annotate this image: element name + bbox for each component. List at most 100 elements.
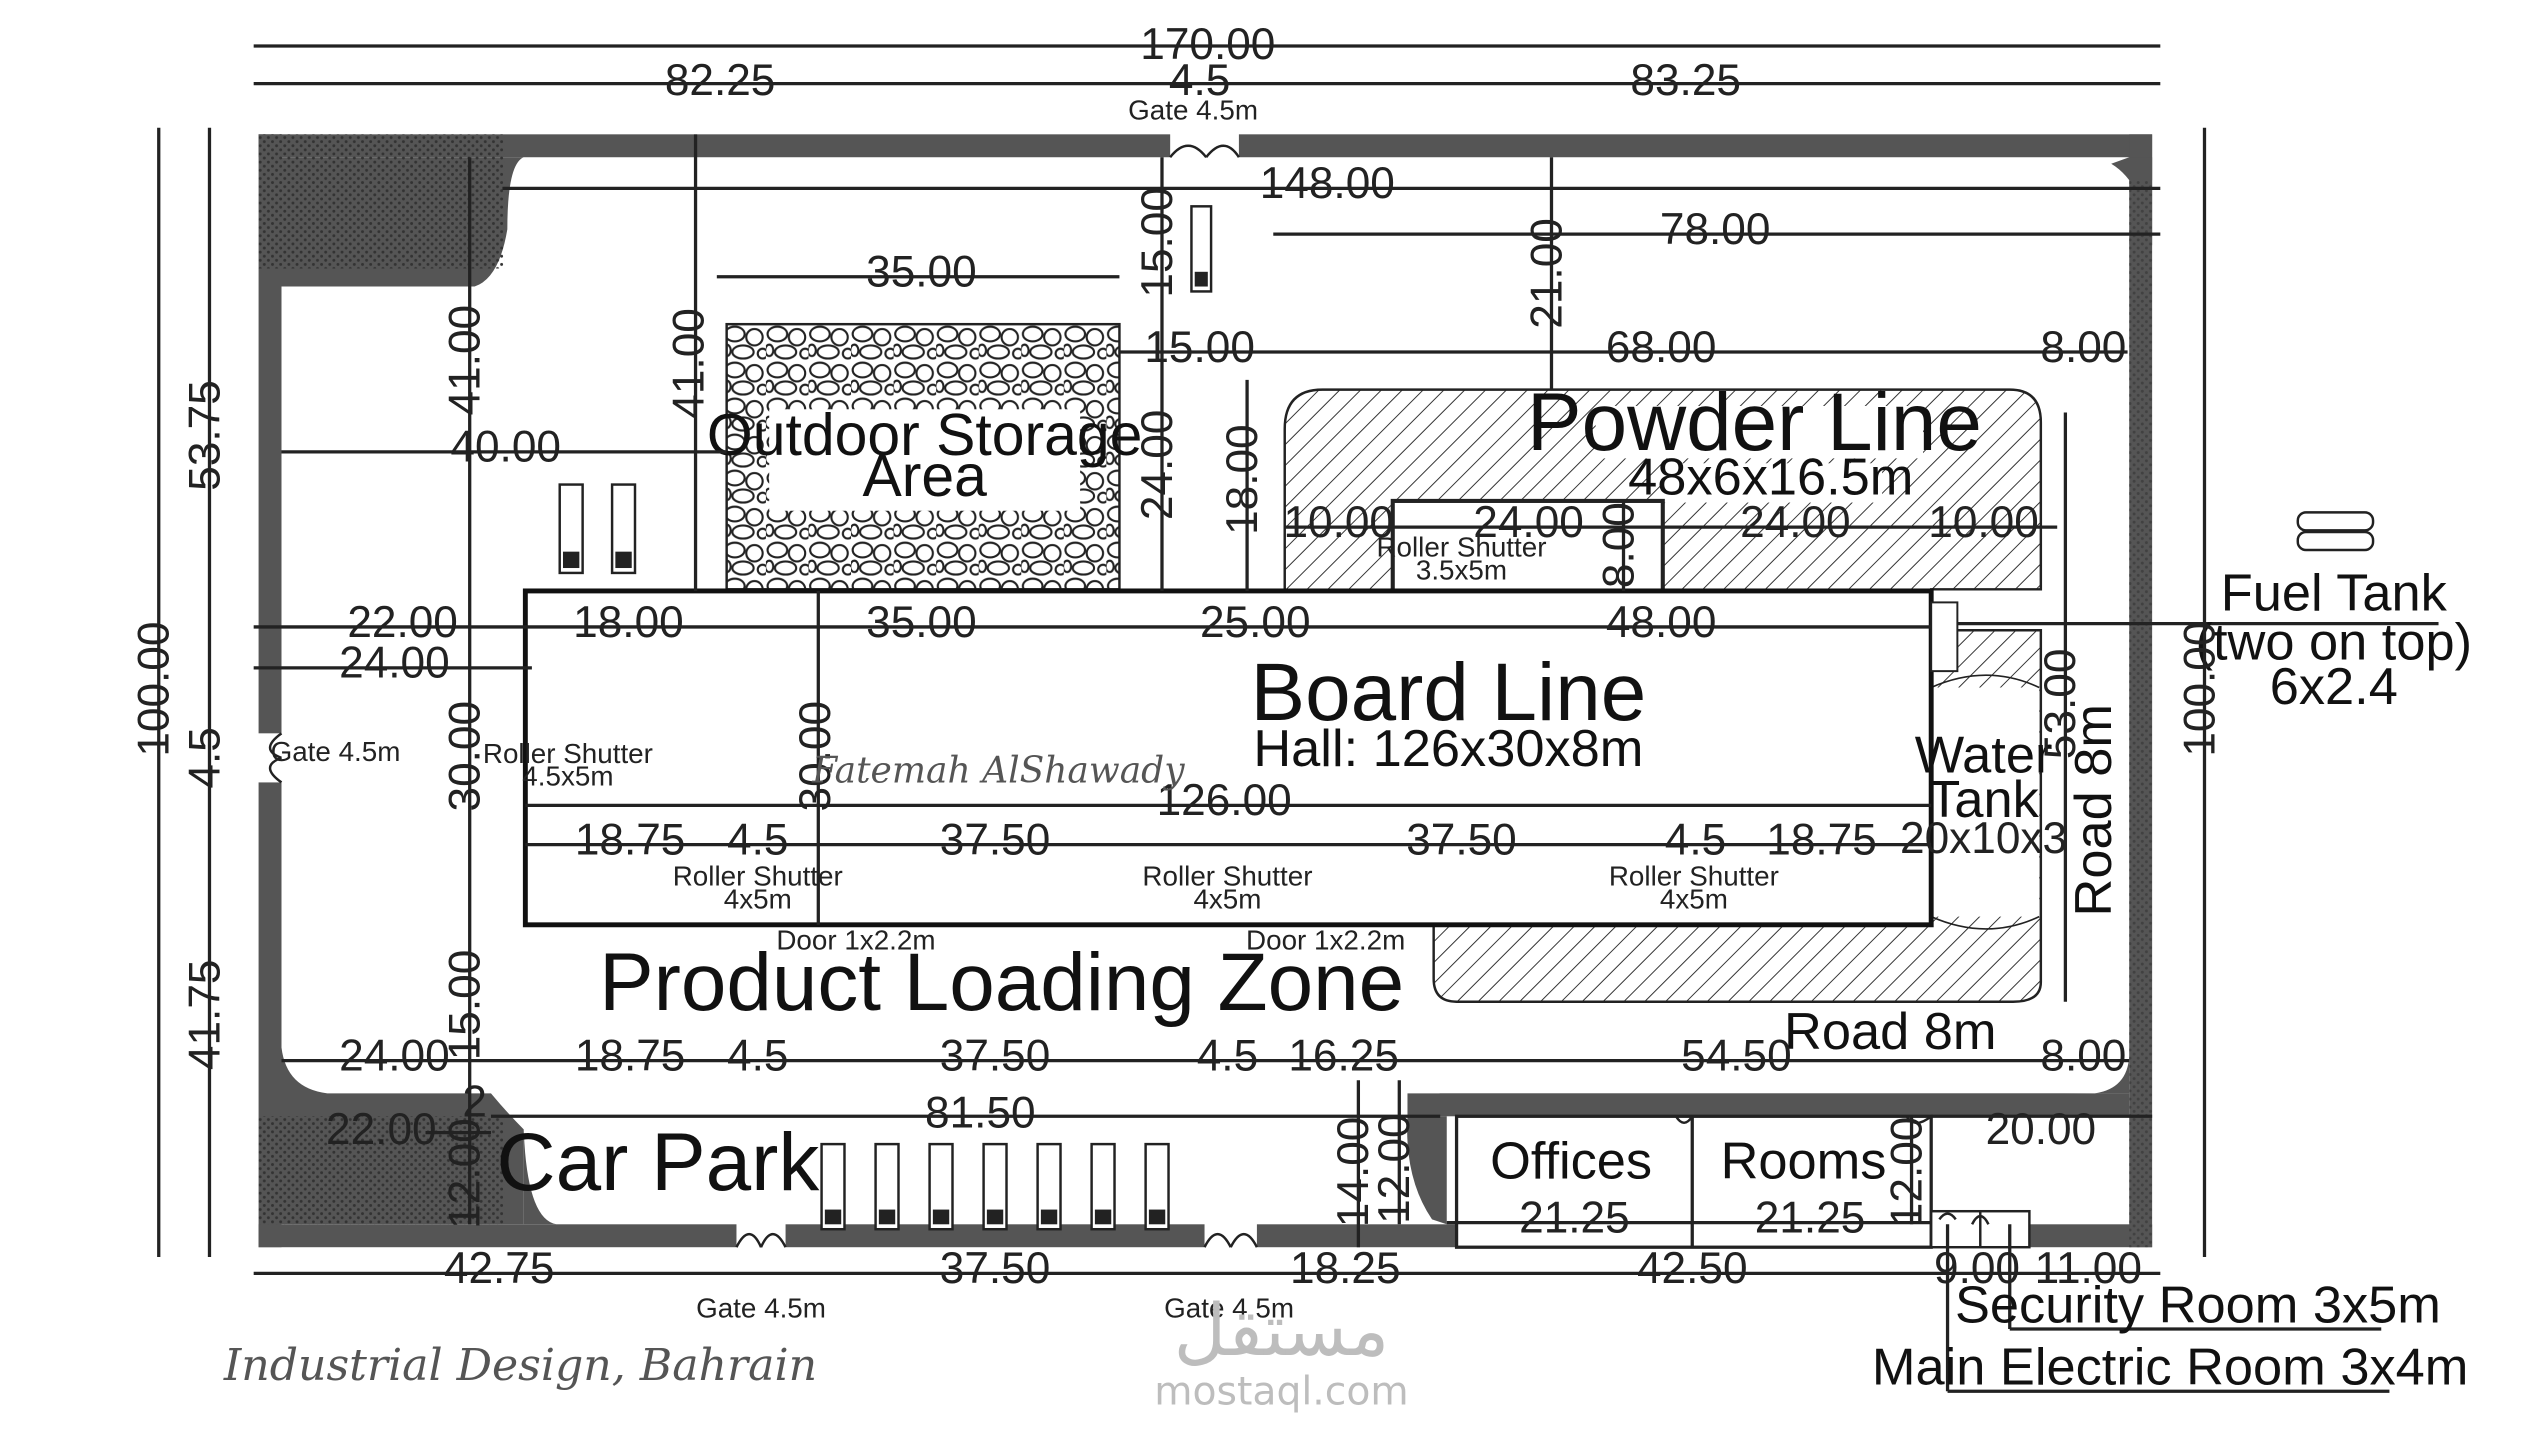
dim-15-mid: 15.00: [1144, 323, 1255, 372]
water-tank: Water Tank 20x10x3: [1900, 727, 2067, 863]
dim-top-left: 82.25: [665, 56, 776, 105]
b-37-50b: 37.50: [1406, 815, 1517, 864]
door-1: Door 1x2.2m: [776, 924, 935, 955]
water-tank-label-1: Water: [1915, 727, 2053, 785]
watermark-arabic: مستقل: [1174, 1288, 1389, 1372]
pl-10b: 10.00: [1928, 498, 2039, 547]
dim-24-storage: 24.00: [1133, 410, 1182, 521]
car-cab: [1094, 1209, 1112, 1225]
car-icon: [1036, 1142, 1062, 1231]
dim-22: 22.00: [347, 598, 458, 647]
outdoor-storage-label-1: Outdoor Storage: [707, 403, 1143, 468]
road-bottom-label: Road 8m: [1784, 1003, 1996, 1061]
dim-20: 20.00: [1986, 1105, 2097, 1154]
dim-left-4-5: 4.5: [180, 727, 229, 788]
rooms-label: Rooms: [1721, 1132, 1887, 1190]
dim-left-53-75: 53.75: [180, 380, 229, 491]
rs-b1-1: Roller Shutter: [673, 861, 843, 892]
d21-25b: 21.25: [1755, 1193, 1866, 1242]
car-icon: [874, 1142, 900, 1231]
r-37-50: 37.50: [940, 1031, 1051, 1080]
board-line-hall: Board Line Hall: 126x30x8m: [522, 588, 1959, 928]
dim-12-car: 12.00: [441, 1118, 490, 1229]
car-icon: [982, 1142, 1008, 1231]
rs-left-2: 4.5x5m: [522, 761, 613, 792]
dim-14: 14.00: [1329, 1117, 1378, 1228]
dim-total-width: 170.00: [1140, 20, 1275, 69]
offices-label: Offices: [1490, 1132, 1652, 1190]
dim-35-storage: 35.00: [866, 248, 977, 297]
dimension-lines: [157, 44, 2390, 1393]
dim-hall-30-in: 30.00: [791, 701, 840, 812]
dim-right-100: 100.00: [2175, 622, 2224, 757]
dim-15-lower: 15.00: [441, 950, 490, 1061]
fuel-tank-label-2: (two on top): [2196, 614, 2472, 672]
b-37-50a: 37.50: [940, 815, 1051, 864]
landscape-area-right: [2129, 180, 2153, 1248]
rs-b2-1: Roller Shutter: [1142, 861, 1312, 892]
powder-line-title: Powder Line: [1527, 377, 1982, 468]
dim-12-right: 12.00: [1882, 1117, 1931, 1228]
fuel-tank: Fuel Tank (two on top) 6x2.4: [1957, 511, 2472, 716]
b-4-5b: 4.5: [1665, 815, 1726, 864]
rs-b1-2: 4x5m: [724, 883, 792, 914]
dim-41-left: 41.00: [441, 305, 490, 416]
dim-53: 53.00: [2036, 649, 2085, 760]
r-16-25: 16.25: [1288, 1031, 1399, 1080]
board-line-title: Board Line: [1251, 647, 1647, 738]
truck-icon: [558, 483, 584, 575]
loading-apron-hatched: [1432, 628, 2043, 1003]
rs-left-1: Roller Shutter: [483, 738, 653, 769]
dim-15-truck: 15.00: [1133, 187, 1182, 298]
fuel-tank-label-1: Fuel Tank: [2221, 565, 2448, 623]
dim-21: 21.00: [1522, 218, 1571, 329]
car-park-vehicles: [820, 1142, 1170, 1231]
road-right-label: Road 8m: [2065, 704, 2123, 916]
car-cab: [878, 1209, 896, 1225]
designer-signature: Fatemah AlShawady: [811, 750, 1185, 791]
car-icon: [820, 1142, 846, 1231]
dim-hall-30-left: 30.00: [441, 701, 490, 812]
dim-left-41-75: 41.75: [180, 960, 229, 1071]
b-18-75b: 18.75: [1766, 815, 1877, 864]
car-icon: [928, 1142, 954, 1231]
powder-line-area: Powder Line 48x6x16.5m: [1283, 377, 2043, 611]
powder-line-size: 48x6x16.5m: [1628, 448, 1913, 506]
b-18-75a: 18.75: [575, 815, 686, 864]
hall-48: 48.00: [1606, 598, 1717, 647]
hall-126: 126.00: [1157, 776, 1292, 825]
truck-icon: [1190, 205, 1213, 293]
rs-b2-2: 4x5m: [1193, 883, 1261, 914]
bot-42-75: 42.75: [444, 1244, 555, 1293]
car-icon: [1144, 1142, 1170, 1231]
hall-18: 18.00: [573, 598, 684, 647]
rs-top-1: Roller Shutter: [1376, 532, 1546, 563]
rs-b3-2: 4x5m: [1660, 883, 1728, 914]
bot-11: 11.00: [2035, 1244, 2142, 1293]
bot-9: 9.00: [1934, 1244, 2020, 1293]
product-loading-zone: Product Loading Zone: [599, 937, 1404, 1028]
footer-caption: Industrial Design, Bahrain: [223, 1340, 817, 1391]
main-electric-room-label: Main Electric Room 3x4m: [1872, 1339, 2468, 1397]
watermark-latin: mostaql.com: [1154, 1369, 1408, 1414]
r-24: 24.00: [339, 1031, 450, 1080]
gate-symbols: [268, 144, 1990, 1248]
dim-top-right: 83.25: [1630, 56, 1741, 105]
dim-68: 68.00: [1606, 323, 1717, 372]
truck-icon: [610, 483, 637, 575]
outdoor-storage-label-2: Area: [862, 444, 987, 509]
pl-8: 8.00: [1594, 502, 1643, 588]
board-line-subtitle: Hall: 126x30x8m: [1253, 720, 1643, 778]
dimension-labels: 170.00 82.25 4.5 83.25 Gate 4.5m 148.00 …: [130, 20, 2469, 1397]
parked-trucks: [558, 205, 1213, 575]
rs-top-2: 3.5x5m: [1416, 554, 1507, 585]
dim-81-50: 81.50: [925, 1089, 1036, 1138]
r-4-5b: 4.5: [1197, 1031, 1258, 1080]
bot-37-50: 37.50: [940, 1244, 1051, 1293]
gate-top-label: Gate 4.5m: [1128, 95, 1258, 126]
dim-18-powder: 18.00: [1218, 424, 1267, 535]
car-cab: [1040, 1209, 1058, 1225]
water-tank-label-2: Tank: [1928, 771, 2039, 829]
car-park-label: Car Park: [497, 1117, 821, 1208]
r-8: 8.00: [2040, 1031, 2126, 1080]
